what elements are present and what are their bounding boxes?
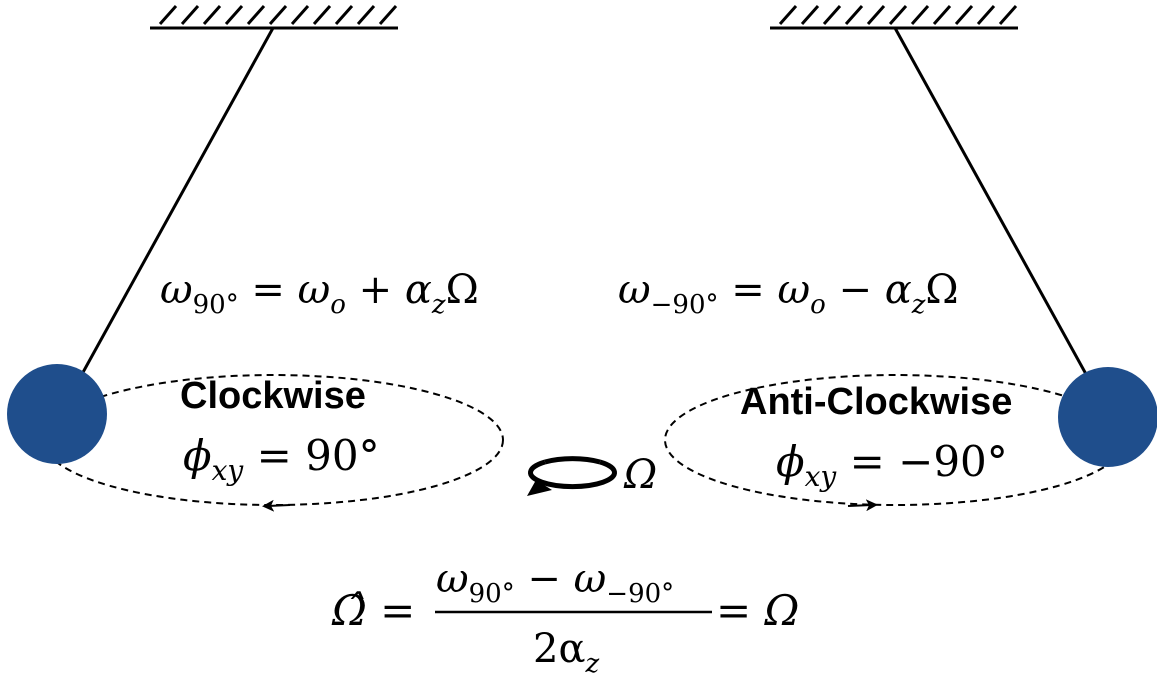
right-direction-label: Anti-Clockwise xyxy=(740,381,1012,423)
right-phase-equation: ϕxy = −90° xyxy=(776,437,1008,493)
svg-text:ω90° − ω−90°: ω90° − ω−90° xyxy=(436,556,674,609)
right-pendulum-rod xyxy=(893,27,1094,386)
rotation-arrow-icon xyxy=(527,456,617,496)
left-pendulum-bob xyxy=(7,364,107,464)
svg-text:= Ω: = Ω xyxy=(716,586,799,635)
right-frequency-equation: ω−90° = ωo − αzΩ xyxy=(618,267,959,320)
left-direction-label: Clockwise xyxy=(180,375,366,417)
left-phase-equation: ϕxy = 90° xyxy=(183,431,380,487)
left-ceiling-support xyxy=(150,5,398,30)
left-frequency-equation: ω90° = ωo + αzΩ xyxy=(160,267,479,320)
svg-text:Ω̂ =: Ω̂ = xyxy=(331,586,415,635)
rotation-rate-symbol: Ω xyxy=(623,452,657,498)
right-orbit-arrow-icon xyxy=(847,499,878,512)
right-ceiling-support xyxy=(770,5,1018,30)
svg-text:2αz: 2αz xyxy=(533,626,599,677)
left-orbit-arrow-icon xyxy=(262,499,291,512)
right-pendulum-bob xyxy=(1058,367,1157,467)
rotation-estimate-equation: Ω̂ = ω90° − ω−90° 2αz = Ω xyxy=(331,556,799,677)
left-orbit-path xyxy=(42,374,504,506)
left-pendulum-rod xyxy=(74,27,275,386)
